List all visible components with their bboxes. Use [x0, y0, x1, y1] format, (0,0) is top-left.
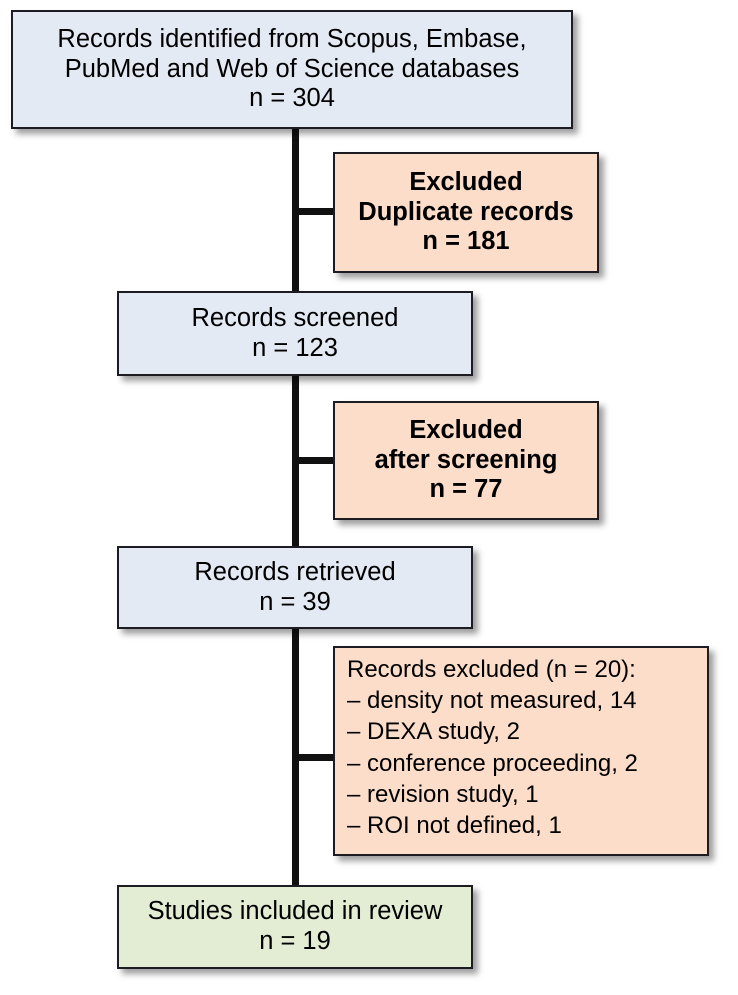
node-studies-included-count: n = 19 — [259, 927, 331, 955]
node-records-identified-line-1: Records identified from Scopus, Embase, — [57, 24, 527, 53]
node-records-identified-line-2: PubMed and Web of Science databases — [64, 54, 520, 83]
node-excluded-duplicates-count: n = 181 — [422, 227, 510, 256]
connector-branch-duplicates — [292, 208, 336, 215]
node-records-identified: Records identified from Scopus, Embase, … — [11, 10, 573, 129]
node-records-excluded-reason-1: – density not measured, 14 — [347, 687, 637, 715]
node-excluded-duplicates: Excluded Duplicate records n = 181 — [333, 152, 599, 273]
node-studies-included-label: Studies included in review — [147, 897, 443, 926]
node-records-excluded-reason-3: – conference proceeding, 2 — [347, 749, 638, 777]
node-records-retrieved: Records retrieved n = 39 — [117, 546, 473, 629]
node-records-screened-count: n = 123 — [252, 333, 338, 362]
node-excluded-after-screening-line-2: after screening — [374, 445, 558, 474]
node-excluded-after-screening-line-1: Excluded — [409, 415, 523, 444]
node-excluded-after-screening-count: n = 77 — [429, 475, 503, 504]
node-records-identified-count: n = 304 — [249, 84, 335, 113]
node-studies-included: Studies included in review n = 19 — [117, 885, 473, 969]
node-excluded-duplicates-line-2: Duplicate records — [358, 197, 574, 226]
node-records-excluded-reason-5: – ROI not defined, 1 — [347, 811, 562, 839]
node-records-excluded: Records excluded (n = 20): – density not… — [333, 646, 709, 856]
node-records-screened-label: Records screened — [191, 303, 399, 332]
node-records-retrieved-count: n = 39 — [259, 587, 331, 616]
connector-branch-records-excluded — [292, 754, 336, 761]
node-records-excluded-reason-4: – revision study, 1 — [347, 780, 539, 808]
node-excluded-after-screening: Excluded after screening n = 77 — [333, 401, 599, 520]
node-records-retrieved-label: Records retrieved — [194, 557, 396, 586]
connector-branch-excluded-screening — [292, 457, 336, 464]
node-records-excluded-reason-2: – DEXA study, 2 — [347, 718, 520, 746]
node-records-excluded-heading: Records excluded (n = 20): — [347, 656, 636, 683]
node-excluded-duplicates-line-1: Excluded — [409, 167, 523, 196]
node-records-screened: Records screened n = 123 — [117, 291, 473, 376]
